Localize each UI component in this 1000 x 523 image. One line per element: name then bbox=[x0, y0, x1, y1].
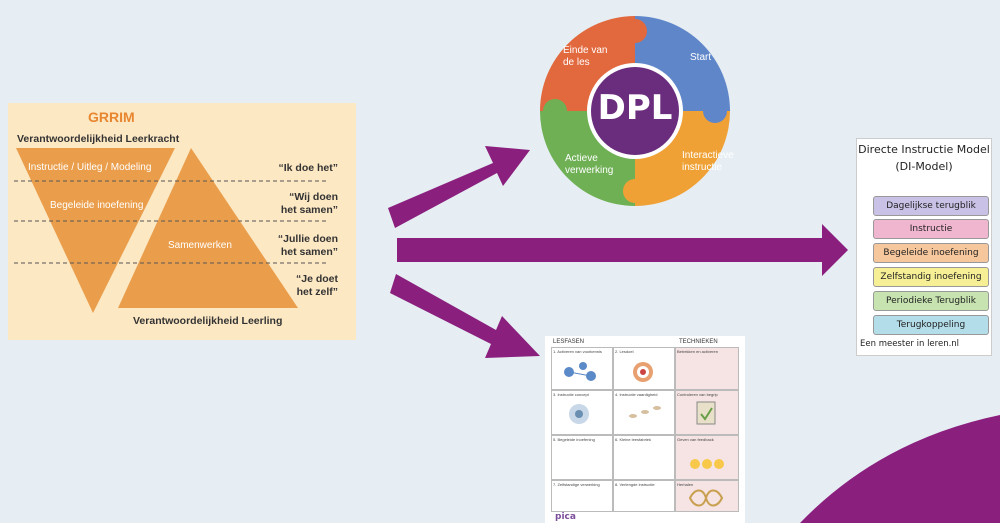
poster-cell-3-1 bbox=[551, 435, 613, 480]
grrim-row-samenwerken: Samenwerken bbox=[168, 240, 232, 251]
poster-cell-4-1 bbox=[551, 480, 613, 512]
poster-cell-1-3 bbox=[675, 347, 739, 390]
lesfasen-poster: LESFASEN TECHNIEKEN 1. Activeren van voo… bbox=[545, 336, 745, 523]
arrow-to-poster bbox=[390, 274, 540, 358]
di-step-terugkoppeling: Terugkoppeling bbox=[873, 315, 989, 335]
dpl-center bbox=[591, 67, 679, 155]
grrim-quote-1: “Ik doe het” bbox=[278, 162, 338, 174]
di-step-begeleide-inoefening: Begeleide inoefening bbox=[873, 243, 989, 263]
dpl-puzzle bbox=[540, 16, 730, 206]
footsteps-icon bbox=[629, 406, 661, 418]
poster-label-3-1: 5. Begeleide inoefening bbox=[553, 437, 595, 442]
di-step-periodieke-terugblik: Periodieke Terugblik bbox=[873, 291, 989, 311]
grrim-teacher-label: Verantwoordelijkheid Leerkracht bbox=[17, 133, 180, 145]
poster-header-technieken: TECHNIEKEN bbox=[679, 339, 718, 345]
poster-label-1-2: 2. Lesdoel bbox=[615, 349, 634, 354]
di-step-zelfstandig-inoefening: Zelfstandig inoefening bbox=[873, 267, 989, 287]
dpl-label-start: Start bbox=[690, 52, 712, 63]
poster-label-1-1: 1. Activeren van voorkennis bbox=[553, 349, 602, 354]
poster-cell-2-3 bbox=[675, 390, 739, 435]
poster-label-1-3: Betrekken en activeren bbox=[677, 349, 718, 354]
head-gear-icon bbox=[569, 404, 589, 424]
dpl-center-label: DPL bbox=[597, 88, 673, 128]
di-model-title: Directe Instructie Model(DI-Model) bbox=[858, 143, 990, 173]
poster-header-lesfasen: LESFASEN bbox=[553, 339, 585, 345]
di-model-footer: Een meester in leren.nl bbox=[860, 339, 960, 349]
di-step-dagelijkse-terugblik: Dagelijkse terugblik bbox=[873, 196, 989, 216]
di-model-card: Directe Instructie Model(DI-Model) Dagel… bbox=[856, 138, 992, 356]
grrim-row-instructie: Instructie / Uitleg / Modeling bbox=[28, 162, 152, 173]
grrim-row-begeleide: Begeleide inoefening bbox=[50, 200, 144, 211]
poster-cell-3-2 bbox=[613, 435, 675, 480]
poster-label-3-2: 6. Kleine leesfabriek bbox=[615, 437, 652, 442]
poster-illustrations bbox=[564, 362, 724, 507]
grrim-triangles bbox=[14, 148, 328, 313]
poster-label-2-1: 3. Instructie concept bbox=[553, 392, 589, 397]
poster-cell-3-3 bbox=[675, 435, 739, 480]
grrim-title: GRRIM bbox=[88, 109, 135, 125]
arrow-to-di-model bbox=[397, 224, 848, 276]
di-step-instructie: Instructie bbox=[873, 219, 989, 239]
poster-label-2-3: Controleren van begrip bbox=[677, 392, 718, 397]
molecule-icon bbox=[564, 362, 596, 381]
checklist-icon bbox=[696, 401, 716, 425]
poster-label-4-3: Herhalen bbox=[677, 482, 694, 487]
grrim-student-label: Verantwoordelijkheid Leerling bbox=[133, 315, 283, 327]
poster-label-2-2: 4. Instructie vaardigheid bbox=[615, 392, 658, 397]
poster-label-4-2: 8. Verlengde instructie bbox=[615, 482, 655, 487]
grrim-card: GRRIM Verantwoordelijkheid Leerkracht In… bbox=[8, 103, 356, 340]
purple-corner-shape bbox=[800, 415, 1000, 523]
infinity-icon bbox=[688, 489, 724, 507]
target-icon bbox=[633, 362, 653, 382]
poster-label-4-1: 7. Zelfstandige verwerking bbox=[553, 482, 600, 487]
poster-label-3-3: Geven van feedback bbox=[677, 437, 714, 442]
poster-cell-4-2 bbox=[613, 480, 675, 512]
poster-pica-logo: pica bbox=[555, 512, 576, 522]
arrow-to-dpl bbox=[388, 146, 530, 228]
feedback-faces-icon bbox=[690, 459, 724, 469]
